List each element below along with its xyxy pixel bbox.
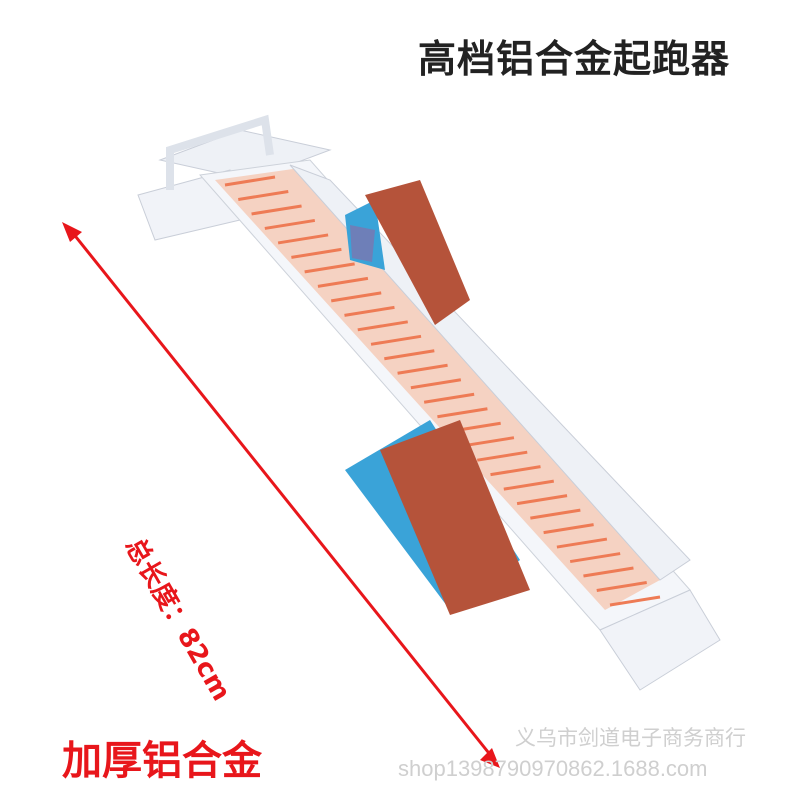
rail-slot xyxy=(277,233,329,245)
rail-slot xyxy=(238,190,289,201)
rail-slot xyxy=(530,508,581,520)
rail-slot xyxy=(490,465,541,477)
rail-slot xyxy=(477,450,528,462)
aluminum-rail xyxy=(137,114,721,691)
material-label: 加厚铝合金 xyxy=(62,738,262,784)
rail-slot xyxy=(317,276,369,288)
rail-slot xyxy=(569,552,621,564)
rail-slot xyxy=(344,305,395,317)
rail-slot xyxy=(384,349,435,361)
rail-slot xyxy=(304,262,355,274)
rail-slot xyxy=(251,204,302,216)
rail-slot xyxy=(423,392,475,404)
product-title: 高档铝合金起跑器 xyxy=(418,37,731,81)
upper-foot-block xyxy=(345,180,470,325)
rail-slot xyxy=(410,378,462,390)
rail-slot xyxy=(463,436,515,448)
rail-slot xyxy=(291,247,342,259)
rail-slot xyxy=(357,320,408,332)
rail-slot xyxy=(543,523,594,535)
rail-slot xyxy=(596,581,647,592)
watermark-company: 义乌市剑道电子商务商行 xyxy=(515,726,746,750)
rail-slot xyxy=(556,537,608,549)
rail-slot xyxy=(397,363,448,375)
rail-slot xyxy=(330,291,382,303)
rail-slot xyxy=(583,566,634,578)
watermark-shop-url: shop1398790970862.1688.com xyxy=(398,756,708,781)
rail-slot xyxy=(516,494,568,506)
rail-slot xyxy=(224,175,276,187)
lower-foot-block xyxy=(345,420,530,615)
rail-slot xyxy=(437,407,488,419)
rail-slot xyxy=(503,479,555,491)
length-arrow xyxy=(62,222,500,768)
rail-slot xyxy=(370,334,422,346)
rail-slot xyxy=(264,218,316,230)
rail-slot xyxy=(609,595,661,607)
